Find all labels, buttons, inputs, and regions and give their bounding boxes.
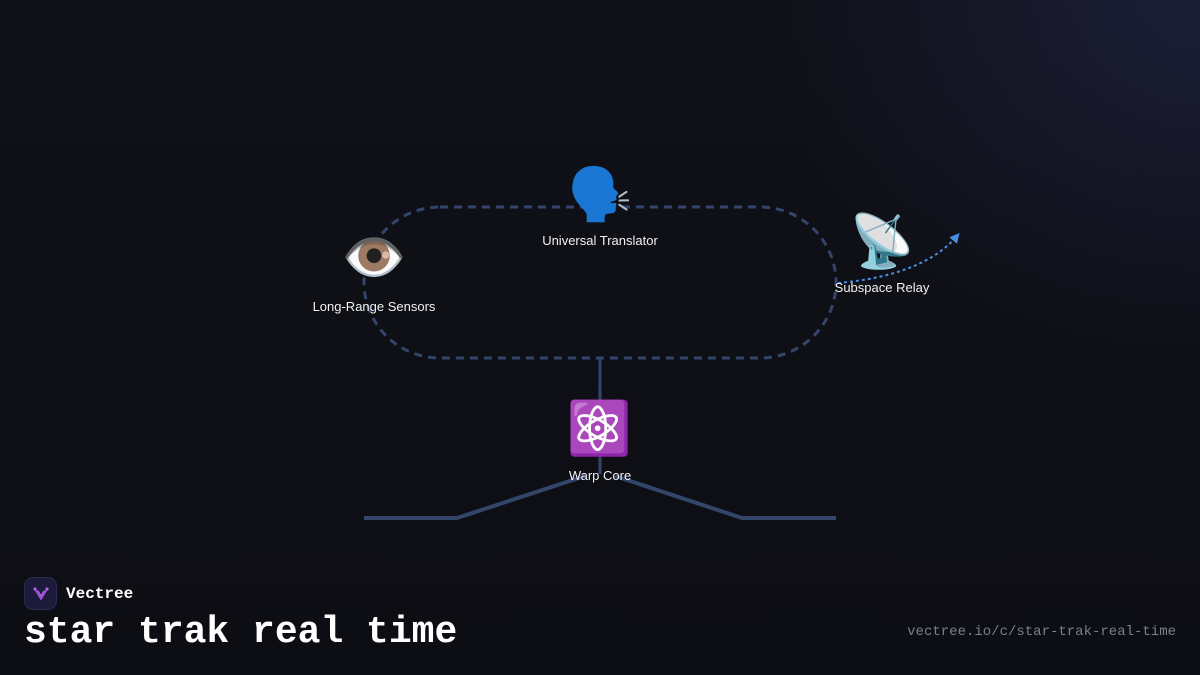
brand-name: Vectree bbox=[66, 584, 134, 603]
orbit-loop-connector bbox=[362, 205, 838, 360]
atom-icon: ⚛️ bbox=[567, 398, 632, 458]
relay-outbound-arrow bbox=[837, 232, 960, 284]
brand[interactable]: Vectree bbox=[24, 577, 133, 610]
share-url[interactable]: vectree.io/c/star-trak-real-time bbox=[907, 624, 1176, 640]
right-support-connector bbox=[614, 474, 836, 520]
node-universal-translator[interactable]: 🗣️ Universal Translator bbox=[542, 164, 658, 248]
node-label-subspace-relay: Subspace Relay bbox=[835, 280, 930, 295]
left-support-connector bbox=[364, 474, 586, 520]
vectree-logo-icon bbox=[24, 577, 57, 610]
satellite-antenna-icon: 📡 bbox=[850, 208, 915, 271]
node-subspace-relay[interactable]: 📡 Subspace Relay bbox=[835, 208, 930, 295]
node-label-universal-translator: Universal Translator bbox=[542, 233, 658, 248]
node-long-range-sensors[interactable]: 👁️ Long-Range Sensors bbox=[313, 229, 436, 314]
page-title: star trak real time bbox=[24, 611, 458, 654]
eye-icon: 👁️ bbox=[342, 229, 407, 287]
node-label-long-range-sensors: Long-Range Sensors bbox=[313, 299, 436, 314]
node-warp-core[interactable]: ⚛️ Warp Core bbox=[567, 398, 632, 483]
speaking-head-icon: 🗣️ bbox=[568, 164, 633, 224]
node-label-warp-core: Warp Core bbox=[569, 468, 631, 483]
